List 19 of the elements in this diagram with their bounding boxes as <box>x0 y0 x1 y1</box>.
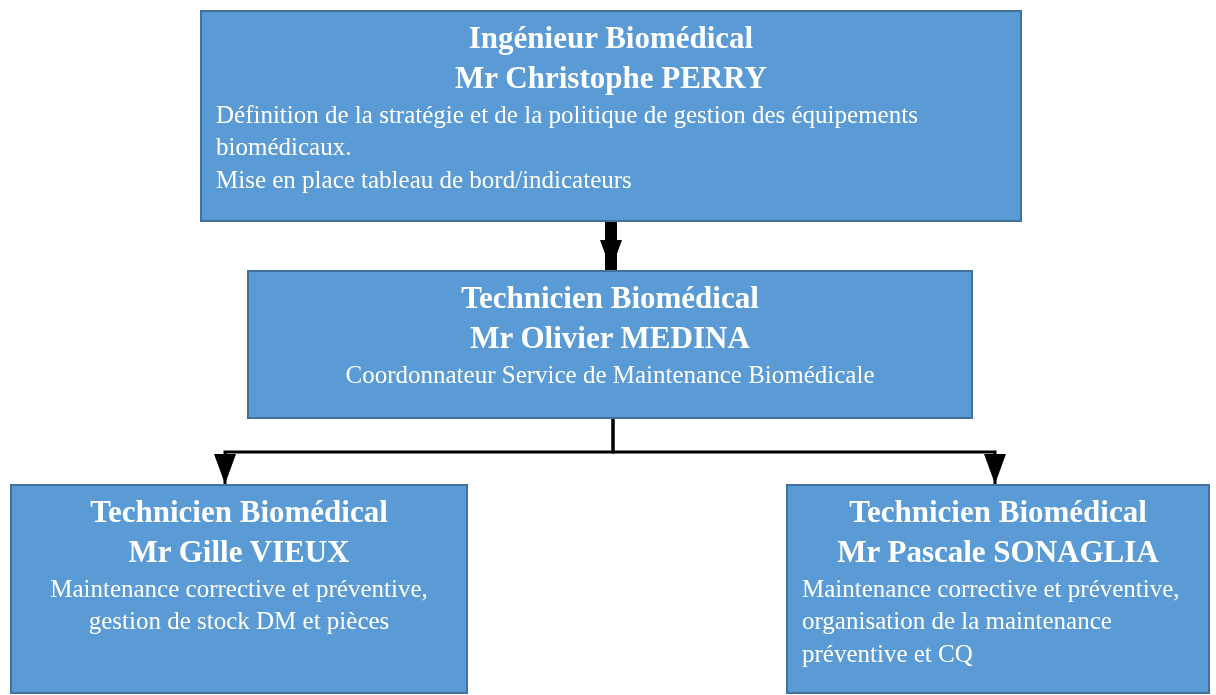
role-description: Coordonnateur Service de Maintenance Biomédicale <box>344 359 876 390</box>
role-title: Technicien Biomédical <box>89 493 389 531</box>
role-title: Ingénieur Biomédical <box>467 19 755 57</box>
role-box <box>247 270 973 419</box>
role-box <box>200 10 1022 222</box>
arrow <box>611 419 1006 484</box>
person-name: Mr Gille VIEUX <box>127 533 351 572</box>
role-description: Maintenance corrective et préventive, organisation de la maintenance préventive et CQ <box>802 573 1181 669</box>
role-title: Technicien Biomédical <box>460 279 760 317</box>
person-name: Mr Pascale SONAGLIA <box>836 533 1160 572</box>
person-name: Mr Olivier MEDINA <box>469 319 751 358</box>
role-box <box>786 484 1210 694</box>
role-description: Maintenance corrective et préventive, gestion de stock DM et pièces <box>49 573 429 637</box>
role-title: Technicien Biomédical <box>848 493 1148 531</box>
person-name: Mr Christophe PERRY <box>454 59 768 98</box>
arrow <box>600 222 622 270</box>
role-box <box>10 484 468 694</box>
role-description: Mise en place tableau de bord/indicateurs <box>216 164 633 195</box>
role-description: Définition de la stratégie et de la politique de gestion des équipements biomédicaux. <box>216 99 919 163</box>
